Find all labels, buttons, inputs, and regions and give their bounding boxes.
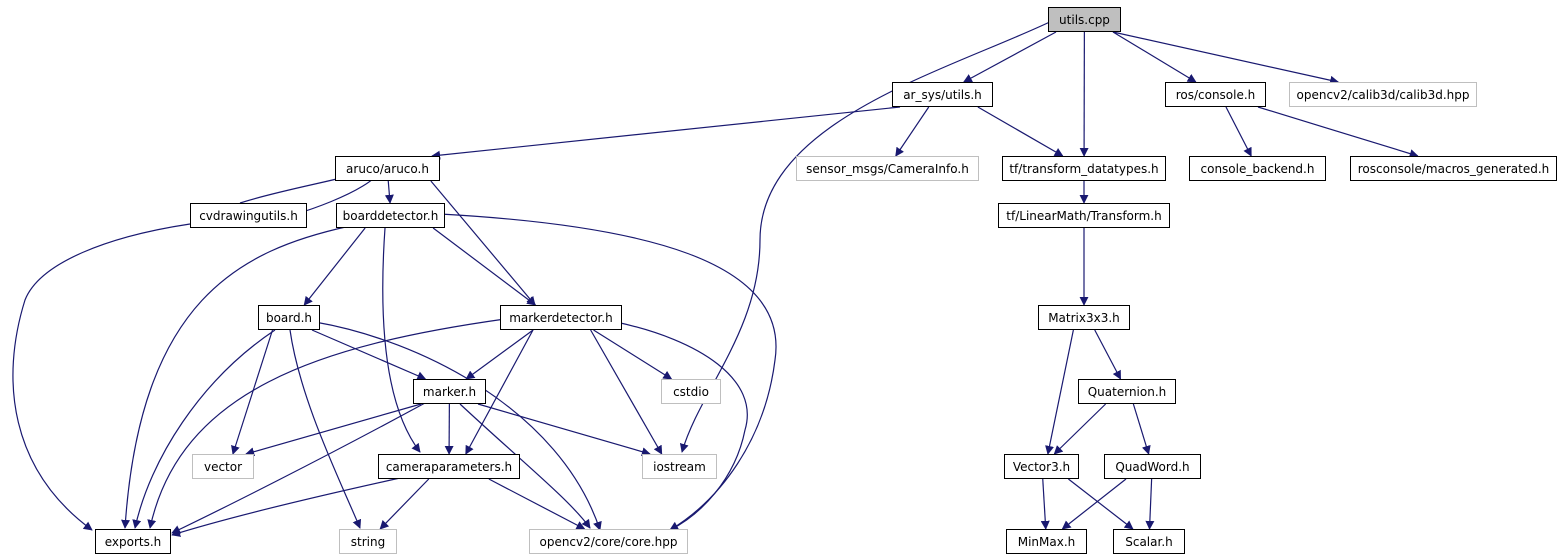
edge-matrix3x3-to-vector3 (1045, 329, 1074, 455)
edge-markerdetector-to-iostream (590, 329, 663, 455)
node-aruco[interactable]: aruco/aruco.h (335, 156, 440, 181)
edge-vector3-to-scalar (1068, 478, 1134, 530)
edge-boarddetector-to-cameraparameters (382, 227, 421, 453)
node-macros-generated[interactable]: rosconsole/macros_generated.h (1350, 156, 1557, 181)
node-marker[interactable]: marker.h (413, 379, 486, 404)
node-markerdetector[interactable]: markerdetector.h (500, 305, 622, 330)
node-minmax[interactable]: MinMax.h (1006, 529, 1087, 554)
edge-aruco-to-boarddetector (384, 180, 394, 204)
edge-marker-to-vector (245, 403, 422, 457)
edge-vector3-to-minmax (1040, 478, 1050, 530)
edge-board-to-exports (132, 329, 276, 529)
node-tf-transform[interactable]: tf/LinearMath/Transform.h (998, 203, 1170, 228)
edge-matrix3x3-to-quaternion (1094, 329, 1122, 380)
edge-marker-to-core (459, 403, 591, 529)
node-cameraparameters[interactable]: cameraparameters.h (378, 454, 520, 479)
edge-markerdetector-to-core (615, 321, 748, 531)
node-vector3[interactable]: Vector3.h (1004, 454, 1079, 479)
edge-marker-to-iostream (477, 403, 651, 457)
node-scalar[interactable]: Scalar.h (1113, 529, 1185, 554)
edge-boarddetector-to-markerdetector (432, 227, 537, 306)
node-utils-cpp: utils.cpp (1048, 7, 1121, 32)
node-core: opencv2/core/core.hpp (529, 529, 688, 554)
edge-quaternion-to-quadword (1132, 403, 1151, 455)
edge-markerdetector-to-exports (147, 318, 506, 529)
edge-layer (12, 19, 1419, 537)
edge-board-to-marker (311, 329, 427, 380)
node-cstdio: cstdio (661, 379, 721, 404)
edge-ros-console-to-macros-generated (1257, 106, 1419, 158)
edge-marker-to-exports (171, 402, 426, 534)
edge-boarddetector-to-board (303, 227, 366, 306)
node-vector: vector (192, 454, 254, 479)
node-ros-console[interactable]: ros/console.h (1165, 82, 1266, 107)
edge-boarddetector-to-core (439, 213, 777, 531)
node-tf-datatypes[interactable]: tf/transform_datatypes.h (1002, 156, 1166, 181)
edge-utils-cpp-to-iostream (679, 19, 1055, 453)
edge-board-to-string (289, 329, 362, 529)
edge-ar-sys-utils-to-aruco (431, 106, 901, 160)
node-exports[interactable]: exports.h (95, 529, 171, 554)
edge-markerdetector-to-cameraparameters (465, 329, 534, 455)
edge-ros-console-to-console-backend (1225, 106, 1252, 157)
node-ar-sys-utils[interactable]: ar_sys/utils.h (892, 82, 993, 107)
edge-utils-cpp-to-ros-console (1112, 31, 1197, 83)
node-iostream: iostream (642, 454, 717, 479)
node-cvdrawingutils[interactable]: cvdrawingutils.h (190, 203, 307, 228)
edge-cameraparameters-to-string (379, 478, 430, 530)
edge-boarddetector-to-exports (121, 225, 351, 529)
edge-utils-cpp-to-calib3d (1112, 31, 1340, 85)
edge-utils-cpp-to-ar-sys-utils (963, 31, 1057, 83)
edge-ar-sys-utils-to-tf-datatypes (977, 106, 1064, 157)
node-console-backend[interactable]: console_backend.h (1189, 156, 1326, 181)
edge-markerdetector-to-cstdio (593, 329, 673, 380)
node-calib3d: opencv2/calib3d/calib3d.hpp (1289, 82, 1477, 107)
edge-board-to-vector (231, 329, 274, 455)
node-matrix3x3[interactable]: Matrix3x3.h (1038, 305, 1130, 330)
edge-ar-sys-utils-to-camerainfo (895, 106, 930, 157)
edge-cameraparameters-to-exports (171, 477, 401, 537)
edge-quadword-to-scalar (1145, 478, 1155, 530)
edge-cameraparameters-to-core (488, 478, 586, 530)
edge-cvdrawingutils-to-exports (12, 223, 191, 531)
node-string: string (339, 529, 397, 554)
edge-board-to-core (314, 321, 602, 531)
edge-quadword-to-minmax (1061, 478, 1127, 530)
edge-quaternion-to-vector3 (1053, 403, 1107, 455)
node-quadword[interactable]: QuadWord.h (1104, 454, 1201, 479)
node-quaternion[interactable]: Quaternion.h (1078, 379, 1176, 404)
edge-markerdetector-to-marker (465, 329, 534, 380)
node-boarddetector[interactable]: boarddetector.h (336, 203, 445, 228)
node-camerainfo: sensor_msgs/CameraInfo.h (796, 156, 979, 181)
node-board[interactable]: board.h (258, 305, 320, 330)
edge-aruco-to-markerdetector (430, 180, 536, 306)
